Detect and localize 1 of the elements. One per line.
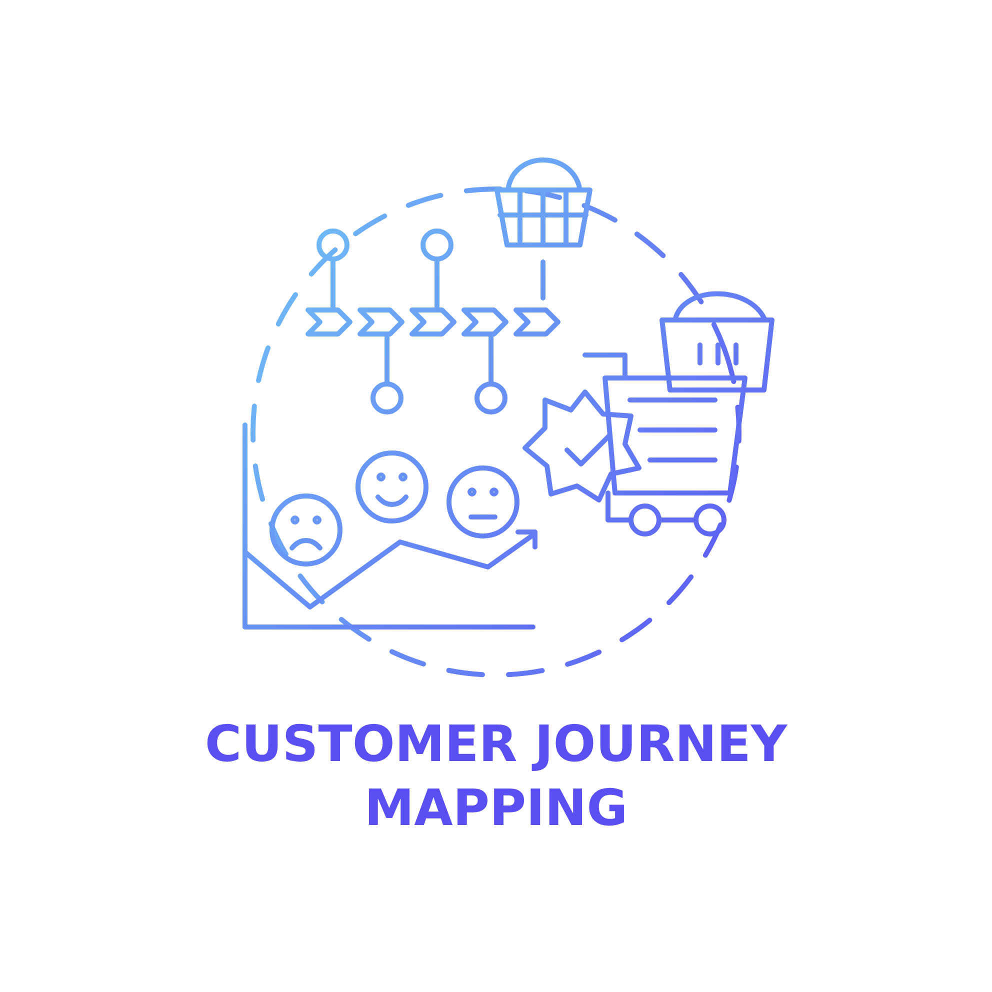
diagram-title: CUSTOMER JOURNEY MAPPING	[204, 714, 788, 839]
